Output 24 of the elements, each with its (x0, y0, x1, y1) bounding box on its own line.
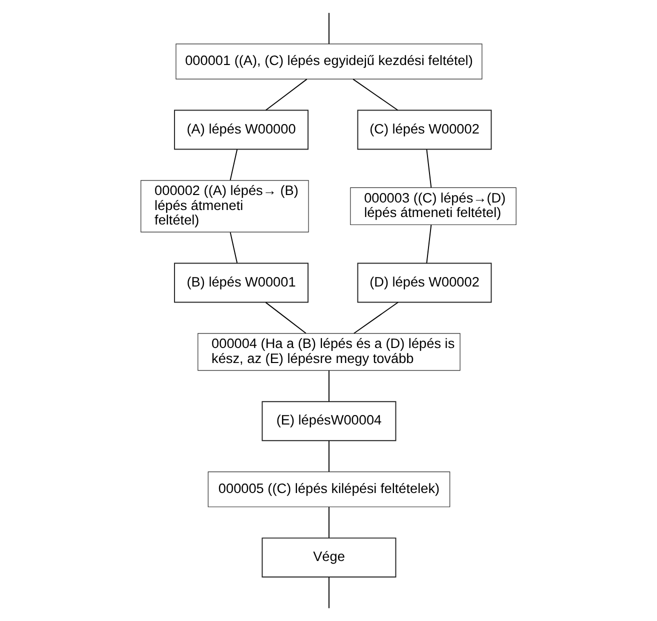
node-box: (B) lépés W00001 (174, 262, 309, 303)
connector (352, 78, 398, 111)
node-box: 000001 ((A), (C) lépés egyidejű kezdési feltétel) (176, 44, 482, 80)
node-box: (A) lépés W00000 (174, 110, 309, 150)
node-box: 000004 (Ha a (B) lépés és a (D) lépés is kész, az (E) lépésre megy tovább (198, 333, 460, 371)
connector (426, 224, 432, 264)
connector (230, 149, 238, 181)
node-box: (E) lépésW00004 (262, 401, 396, 442)
node-box: 000003 ((C) lépés→(D) lépés átmeneti feltétel) (350, 187, 516, 226)
connector (328, 370, 330, 402)
connector (328, 506, 330, 538)
connector (328, 12, 330, 44)
node-box: Vége (262, 538, 396, 578)
node-box: (C) lépés W00002 (357, 110, 492, 150)
connector (230, 232, 238, 264)
node-box: 000005 ((C) lépés kilépési feltételek) (208, 472, 450, 508)
connector (426, 149, 432, 188)
connector (265, 78, 308, 111)
node-box: 000002 ((A) lépés→ (B) lépés átmeneti feltétel) (140, 180, 309, 232)
connector (328, 440, 330, 472)
connector (265, 302, 306, 334)
connector (353, 302, 399, 334)
connector (328, 576, 330, 609)
node-box: (D) lépés W00002 (357, 262, 492, 303)
